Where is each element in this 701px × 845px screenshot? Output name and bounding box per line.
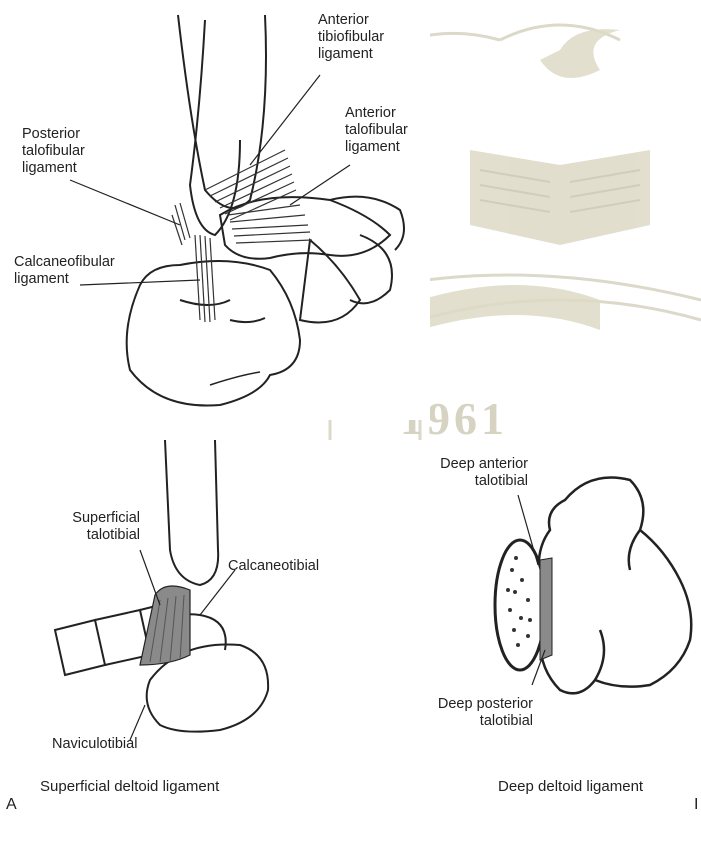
label-deep-anterior-talotibial: Deep anterior talotibial [410,456,528,490]
label-naviculotibial: Naviculotibial [52,736,137,753]
lateral-ankle-illustration [0,0,430,420]
deep-deltoid-panel: Deep anterior talotibial Deep posterior … [390,440,701,840]
label-deep-posterior-talotibial: Deep posterior talotibial [405,696,533,730]
panel-letter-b: I [694,796,698,814]
label-calcaneofibular: Calcaneofibular ligament [14,254,115,288]
lateral-ankle-panel: Anterior tibiofibular ligament Anterior … [0,0,430,420]
label-anterior-tibiofibular: Anterior tibiofibular ligament [318,12,384,63]
superficial-deltoid-panel: Superficial talotibial Calcaneotibial Na… [0,440,380,840]
label-superficial-talotibial: Superficial talotibial [60,510,140,544]
caption-superficial-deltoid: Superficial deltoid ligament [40,778,219,795]
label-posterior-talofibular: Posterior talofibular ligament [22,126,85,177]
caption-deep-deltoid: Deep deltoid ligament [498,778,643,795]
panel-letter-a: A [6,796,17,814]
label-calcaneotibial: Calcaneotibial [228,558,319,575]
label-anterior-talofibular: Anterior talofibular ligament [345,105,408,156]
